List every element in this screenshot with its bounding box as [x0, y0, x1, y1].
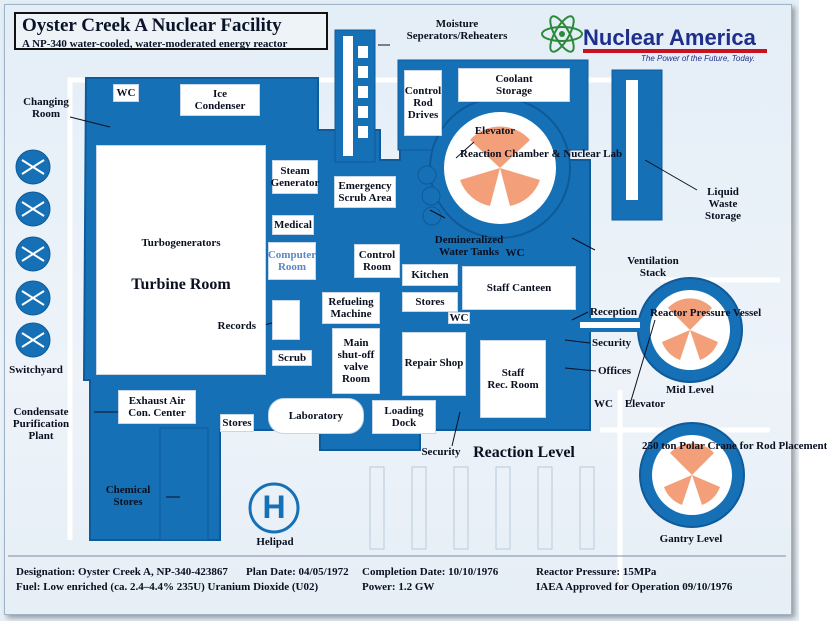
reaction-chamber-label: Reaction Chamber & Nuclear Lab: [460, 148, 622, 160]
callout-changing-room: Changing Room: [23, 96, 69, 120]
room-staff-rec: Staff Rec. Room: [480, 340, 546, 418]
callout-wc-right-top: WC: [505, 247, 525, 259]
callout-elevator-right: Elevator: [624, 398, 666, 410]
helipad-letter: H: [262, 489, 286, 525]
logo-tagline: The Power of the Future, Today.: [641, 54, 755, 63]
demineralized-tanks: [417, 165, 442, 226]
room-control-rod-drives: Control Rod Drives: [404, 70, 442, 136]
room-staff-canteen: Staff Canteen: [462, 266, 576, 310]
room-computer: Computer Room: [268, 242, 316, 280]
room-steam-generator: Steam Generator: [271, 160, 319, 194]
room-medical: Medical: [272, 215, 314, 235]
room-ice-condenser: Ice Condenser: [180, 84, 260, 116]
room-scrub: Scrub: [272, 350, 312, 366]
footer-fuel: Fuel: Low enriched (ca. 2.4–4.4% 235U) U…: [16, 581, 319, 593]
room-laboratory: Laboratory: [268, 398, 364, 434]
room-turbine: [96, 145, 266, 375]
turbine-room-label: Turbine Room: [131, 276, 231, 293]
room-emergency-scrub: Emergency Scrub Area: [334, 176, 396, 208]
callout-security-bottom: Security: [421, 446, 461, 458]
room-stores-mid: Stores: [402, 292, 458, 312]
map-frame: [4, 4, 792, 615]
footer-power: Power: 1.2 GW: [362, 581, 435, 593]
room-records: [272, 300, 300, 340]
parking-grid: [369, 466, 595, 550]
moisture-separators-block: [334, 29, 376, 163]
callout-condensate: Condensate Purification Plant: [12, 406, 70, 442]
callout-demineralized: Demineralized Water Tanks: [434, 234, 504, 258]
footer-reactor-pressure: Reactor Pressure: 15MPa: [536, 566, 657, 578]
footer-iaea: IAEA Approved for Operation 09/10/1976: [536, 581, 733, 593]
room-coolant-storage: Coolant Storage: [458, 68, 570, 102]
turbogenerators-label: Turbogenerators: [141, 237, 221, 249]
footer-designation: Designation: Oyster Creek A, NP-340-4238…: [16, 566, 228, 578]
logo-name: Nuclear America: [583, 25, 756, 50]
page-subtitle: A NP-340 water-cooled, water-moderated e…: [22, 38, 288, 50]
callout-chemical-stores: Chemical Stores: [105, 484, 151, 508]
room-refueling: Refueling Machine: [322, 292, 380, 324]
callout-helipad: Helipad: [256, 536, 294, 548]
title-box: Oyster Creek A Nuclear Facility A NP-340…: [14, 12, 328, 50]
callout-reaction-level: Reaction Level: [473, 444, 575, 461]
atom-icon: [541, 15, 583, 53]
room-wc-mid: WC: [448, 312, 470, 324]
callout-records: Records: [217, 320, 257, 332]
callout-mid-level: Mid Level: [666, 384, 714, 396]
callout-gantry-level: Gantry Level: [659, 533, 723, 545]
callout-offices: Offices: [598, 365, 631, 377]
callout-wc-right: WC: [594, 398, 613, 410]
room-repair-shop: Repair Shop: [402, 332, 466, 396]
callout-moisture: Moisture Seperators/Reheaters: [406, 18, 508, 42]
helipad-ring: [248, 482, 300, 534]
room-control: Control Room: [354, 244, 400, 278]
room-loading-dock: Loading Dock: [372, 400, 436, 434]
callout-liquid-waste: Liquid Waste Storage: [704, 186, 742, 222]
footer-plan-date: Plan Date: 04/05/1972: [246, 566, 349, 578]
page-title: Oyster Creek A Nuclear Facility: [22, 15, 282, 36]
polar-crane-label: 250 ton Polar Crane for Rod Placement: [642, 440, 827, 452]
elevator-top-label: Elevator: [474, 125, 516, 137]
room-wc-top: WC: [113, 84, 139, 102]
room-main-shutoff: Main shut-off valve Room: [332, 328, 380, 394]
room-stores-low: Stores: [220, 414, 254, 432]
callout-reception: Reception: [590, 306, 638, 318]
room-kitchen: Kitchen: [402, 264, 458, 286]
ventilation-stack-shape: [558, 226, 576, 246]
callout-security-right: Security: [592, 337, 632, 349]
reactor-pressure-label: Reactor Pressure Vessel: [650, 307, 762, 319]
footer-completion: Completion Date: 10/10/1976: [362, 566, 499, 578]
room-exhaust-air: Exhaust Air Con. Center: [118, 390, 196, 424]
logo-bar: [583, 49, 767, 53]
callout-ventilation: Ventilation Stack: [627, 255, 679, 279]
callout-switchyard: Switchyard: [9, 364, 63, 376]
radiation-symbols: [460, 126, 720, 505]
